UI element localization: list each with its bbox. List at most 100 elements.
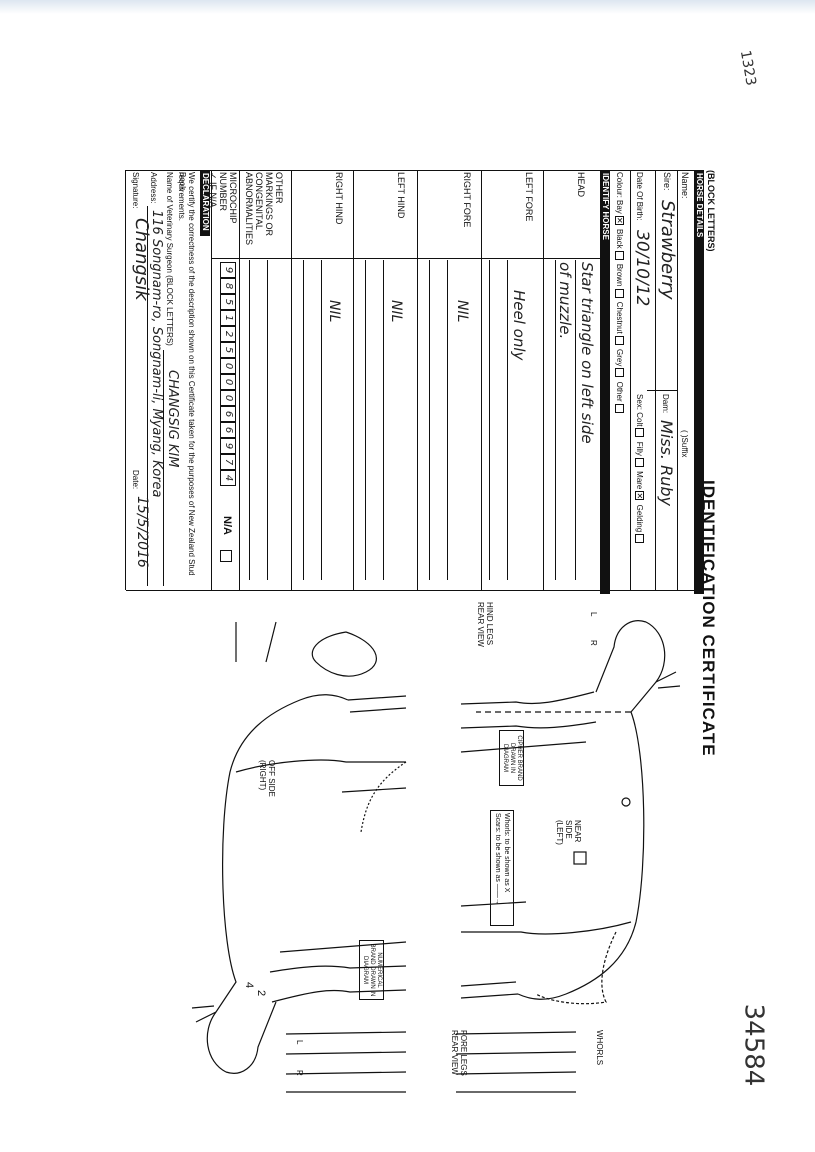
microchip-digit[interactable]: 4 (220, 470, 236, 486)
dob-label: Date Of Birth: (635, 172, 644, 221)
sex-option: Gelding (635, 504, 644, 533)
colour-option: Chestnut (615, 301, 624, 334)
brown-checkbox[interactable] (614, 288, 624, 298)
fore-legs-label: FORE LEGS REAR VIEW (450, 1030, 468, 1076)
rule (365, 260, 366, 580)
other-label-line: ABNORMALITIES (244, 172, 254, 246)
other-checkbox[interactable] (614, 403, 624, 413)
off-side-label: OFF SIDE (RIGHT) (258, 760, 276, 797)
colour-option: Black (615, 229, 624, 249)
identify-horse-bar: IDENTIFY HORSE (600, 170, 610, 594)
colour-row: Colour: Bay✕ Black Brown Chestnut Grey O… (614, 172, 624, 415)
sex-option: Filly (635, 441, 644, 456)
date-label: Date: (131, 470, 140, 490)
microchip-digit[interactable]: 5 (220, 294, 236, 310)
na-checkbox[interactable] (220, 550, 232, 562)
chestnut-checkbox[interactable] (614, 335, 624, 345)
off-side-horse-drawing (191, 694, 407, 1074)
rule (647, 390, 677, 391)
rule (303, 260, 304, 580)
mare-checkbox[interactable]: ✕ (634, 491, 644, 501)
microchip-digit[interactable]: 6 (220, 422, 236, 438)
left-hind-label: LEFT HIND (396, 172, 406, 219)
microchip-digit[interactable]: 1 (220, 310, 236, 326)
other-label-line: OTHER (274, 172, 284, 204)
cipher-brand-box: CIPHER BRAND DRAWN IN DIAGRAM (499, 730, 524, 786)
form-frame (126, 170, 704, 171)
rule (417, 170, 418, 590)
rule (575, 260, 576, 580)
sex-row: Sex: Colt Filly Mare✕ Gelding (634, 394, 644, 545)
mark-2: 2 (255, 990, 267, 996)
microchip-digit[interactable]: 2 (220, 326, 236, 342)
hind-legs-rear-view-drawing (455, 1031, 577, 1093)
colour-option: Grey (615, 349, 624, 367)
whorls-drawing (235, 621, 377, 677)
near-side-horse-drawing (460, 620, 681, 1005)
sex-label: Sex: Colt (635, 394, 644, 427)
microchip-digit[interactable]: 0 (220, 374, 236, 390)
declaration-text: We certify the correctness of the descri… (178, 172, 196, 576)
scan-top-band (0, 0, 815, 14)
suffix-label: ( )Suffix (680, 430, 689, 458)
right-fore-value: NIL (454, 300, 470, 323)
vet-name-label: Name of Veterinary Surgeon (BLOCK LETTER… (165, 172, 174, 346)
microchip-label-line: NUMBER (218, 172, 228, 212)
fore-legs-rear-view-drawing (285, 1031, 407, 1093)
microchip-digit[interactable]: 9 (220, 438, 236, 454)
microchip-label-line: MICROCHIP (228, 172, 238, 224)
declaration-text: requirements. (177, 172, 186, 221)
rule (555, 260, 556, 580)
bay-checkbox[interactable]: ✕ (614, 215, 624, 225)
black-checkbox[interactable] (614, 250, 624, 260)
vet-name-value: CHANGSIG KIM (165, 370, 180, 468)
left-letter: L (589, 612, 598, 617)
microchip-digit[interactable]: 7 (220, 454, 236, 470)
left-letter: L (295, 1040, 304, 1045)
right-hind-value: NIL (326, 300, 342, 323)
microchip-digit[interactable]: 9 (220, 262, 236, 278)
hind-legs-label: HIND LEGS REAR VIEW (476, 602, 494, 647)
microchip-digit[interactable]: 6 (220, 406, 236, 422)
right-letter: R (295, 1070, 304, 1076)
filly-checkbox[interactable] (634, 457, 644, 467)
dam-label: Dam: (661, 394, 670, 414)
microchip-digit[interactable]: 8 (220, 278, 236, 294)
numerical-brand-box: NUMERICAL BRAND DRAWN IN DIAGRAM (359, 940, 384, 1000)
rule (212, 258, 600, 259)
whorls-label: WHORLS (595, 1030, 604, 1066)
dam-value: Miss. Ruby (657, 420, 676, 506)
rule (353, 170, 354, 590)
horse-diagram: 4 2 (191, 620, 681, 1093)
rule (383, 260, 384, 580)
na-label: N/A (221, 516, 233, 535)
microchip-digit[interactable]: 0 (220, 390, 236, 406)
microchip-digit[interactable]: 5 (220, 342, 236, 358)
sex-option: Mare (635, 471, 644, 490)
rule (630, 170, 631, 590)
grey-checkbox[interactable] (614, 368, 624, 378)
colour-label: Colour: Bay (615, 172, 624, 214)
other-label-line: MARKINGS OR (264, 172, 274, 237)
rule (239, 170, 240, 590)
rule (321, 260, 322, 580)
other-label-line: CONGENITAL (254, 172, 264, 230)
rule (267, 260, 268, 580)
rule (507, 260, 508, 580)
microchip-digit[interactable]: 0 (220, 358, 236, 374)
head-value-line1: Star triangle on left side (578, 262, 596, 444)
sire-value: Strawberry (657, 200, 678, 300)
left-fore-value: Heel only (510, 290, 528, 361)
dob-value: 30/10/12 (632, 230, 652, 307)
head-label: HEAD (576, 172, 586, 198)
colt-checkbox[interactable] (634, 428, 644, 438)
rule (447, 260, 448, 580)
right-letter: R (589, 640, 598, 646)
right-hind-label: RIGHT HIND (334, 172, 344, 225)
left-hind-value: NIL (388, 300, 404, 323)
date-value: 15/5/2016 (134, 496, 150, 568)
rule (481, 170, 482, 590)
signature-label: Signature: (131, 172, 140, 209)
gelding-checkbox[interactable] (634, 534, 644, 544)
colour-option: Other (615, 381, 624, 402)
